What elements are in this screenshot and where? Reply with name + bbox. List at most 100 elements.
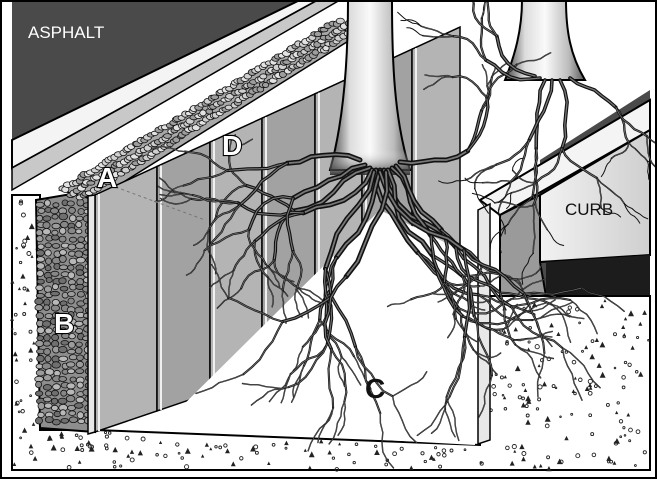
gravel-stone [77, 292, 84, 298]
gravel-stone [51, 405, 58, 410]
gravel-stone [68, 265, 74, 270]
gravel-stone [59, 377, 67, 382]
gravel-stone [37, 270, 44, 276]
curb-label: CURB [565, 200, 613, 219]
gravel-stone [69, 207, 76, 213]
gravel-stone [75, 251, 83, 258]
gravel-stone [75, 329, 82, 334]
gravel-stone [200, 110, 207, 116]
gravel-stone [36, 250, 44, 256]
gravel-stone [51, 291, 60, 296]
gravel-stone [43, 385, 51, 391]
gravel-stone [61, 418, 69, 423]
gravel-stone [76, 243, 85, 249]
gravel-stone [45, 265, 51, 270]
gravel-stone [53, 419, 61, 425]
gravel-stone [68, 298, 74, 304]
gravel-stone [36, 340, 44, 346]
gravel-stone [67, 389, 75, 395]
gravel-stone [76, 361, 83, 367]
gravel-stone [75, 403, 84, 408]
gravel-stone [36, 285, 44, 291]
gravel-stone [44, 335, 51, 342]
gravel-stone [67, 201, 74, 206]
gravel-stone [36, 313, 44, 319]
gravel-stone [36, 257, 44, 262]
gravel-stone [336, 18, 344, 24]
gravel-stone [66, 396, 75, 402]
gravel-stone [36, 293, 44, 298]
gravel-stone [45, 250, 52, 256]
gravel-stone [52, 362, 61, 368]
gravel-stone [59, 356, 68, 361]
gravel-stone [60, 250, 67, 256]
gravel-stone [37, 355, 45, 362]
gravel-stone [38, 403, 45, 410]
gravel-stone [78, 419, 85, 424]
gravel-stone [76, 221, 82, 227]
gravel-stone [76, 397, 84, 403]
gravel-stone [68, 369, 75, 374]
gravel-stone [52, 214, 58, 219]
gravel-stone [68, 291, 76, 296]
gravel-stone [44, 286, 51, 293]
gravel-stone [36, 381, 42, 387]
barrier-edge [88, 195, 95, 434]
gravel-stone [68, 341, 75, 348]
gravel-stone [37, 279, 44, 284]
gravel-stone [68, 228, 76, 234]
gravel-stone [52, 244, 60, 249]
gravel-stone [69, 355, 77, 360]
asphalt-label: ASPHALT [28, 23, 104, 42]
gravel-stone [53, 203, 59, 208]
gravel-stone [43, 341, 50, 346]
gravel-stone [52, 223, 60, 229]
gravel-stone [53, 384, 61, 390]
gravel-stone [36, 202, 45, 207]
gravel-stone [68, 349, 76, 354]
gravel-stone [52, 390, 59, 396]
gravel-stone [59, 278, 66, 284]
gravel-stone [67, 383, 75, 389]
gravel-stone [37, 336, 44, 341]
gravel-stone [76, 216, 83, 221]
gravel-stone [44, 348, 51, 355]
gravel-stone [60, 228, 66, 235]
gravel-stone [77, 382, 83, 388]
curb-shadow [546, 255, 650, 296]
gravel-stone [37, 215, 43, 221]
gravel-stone [78, 209, 85, 215]
gravel-stone [45, 391, 52, 396]
gravel-stone [51, 271, 59, 276]
gravel-stone [70, 377, 76, 382]
gravel-stone [77, 355, 84, 361]
gravel-stone [59, 213, 68, 220]
gravel-stone [58, 398, 67, 404]
gravel-stone [38, 208, 45, 213]
gravel-stone [52, 299, 59, 305]
gravel-stone [45, 328, 52, 334]
gravel-stone [43, 229, 51, 235]
gravel-stone [61, 390, 67, 396]
gravel-stone [51, 208, 59, 214]
gravel-stone [61, 221, 69, 228]
gravel-stone [68, 272, 75, 279]
barrier-panel [95, 166, 157, 432]
gravel-stone [37, 263, 45, 270]
label-d: D [222, 130, 242, 161]
gravel-stone [45, 417, 53, 423]
gravel-stone [75, 348, 82, 354]
gravel-stone [38, 412, 45, 417]
gravel-stone [76, 229, 82, 234]
gravel-stone [37, 327, 45, 334]
gravel-stone [76, 270, 84, 276]
gravel-stone [61, 341, 69, 346]
gravel-stone [43, 397, 51, 402]
label-a: A [97, 162, 117, 193]
gravel-stone [37, 236, 44, 242]
gravel-stone [76, 257, 85, 263]
gravel-stone [78, 237, 85, 243]
gravel-stone [59, 236, 66, 242]
